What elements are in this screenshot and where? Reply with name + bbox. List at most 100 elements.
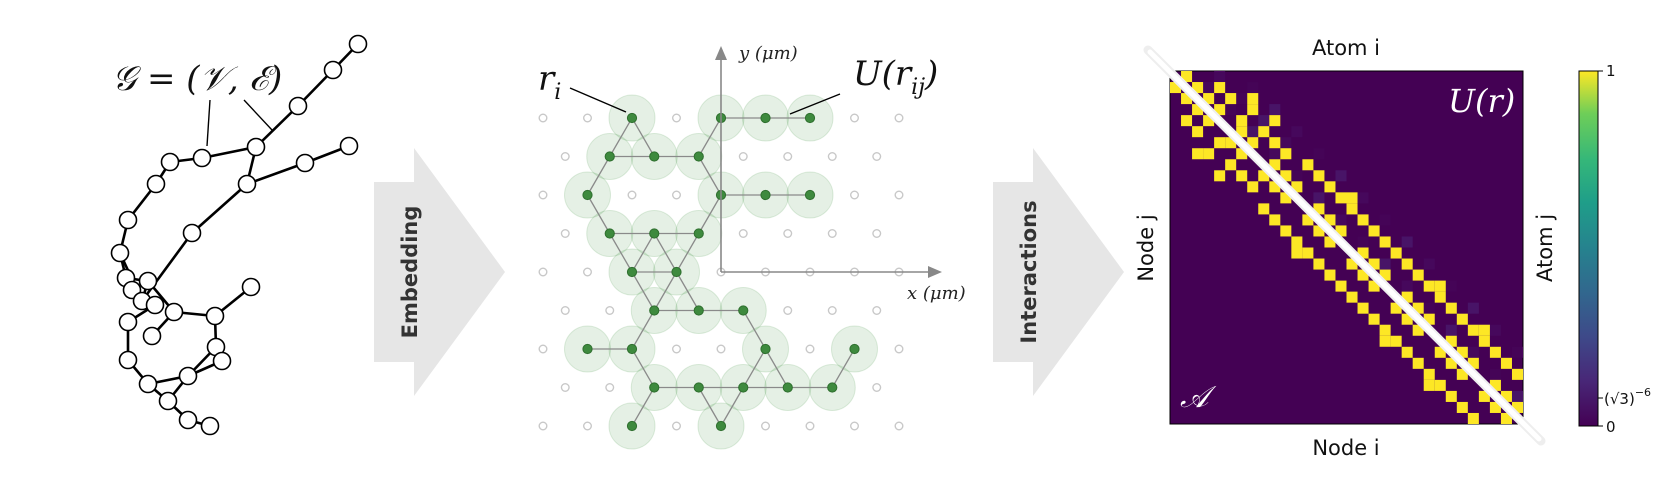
- graph-edge: [255, 105, 299, 148]
- matrix-cell-lower: [1192, 126, 1204, 138]
- matrix-cell-lower: [1423, 368, 1435, 380]
- atom-interaction-edges: [586, 117, 856, 427]
- matrix-cell-lower: [1203, 115, 1215, 127]
- colorbar-label-mid: (√3)−6: [1604, 386, 1651, 408]
- matrix-cell-weak: [1203, 82, 1215, 94]
- matrix-cell-lower: [1434, 379, 1446, 391]
- atom: [738, 382, 749, 393]
- graph-node: [158, 391, 178, 411]
- matrix-cell-upper: [1269, 115, 1281, 127]
- matrix-cell-lower: [1181, 115, 1193, 127]
- interactions-arrow: Interactions: [993, 148, 1124, 396]
- matrix-cell-upper: [1434, 291, 1446, 303]
- matrix-cell-weak: [1511, 346, 1523, 358]
- graph-node: [205, 306, 225, 326]
- matrix-cell-lower: [1192, 104, 1204, 116]
- matrix-cell-lower: [1236, 170, 1248, 182]
- atom-edge: [698, 387, 722, 427]
- matrix-cell-lower: [1313, 225, 1325, 237]
- matrix-cell-lower: [1467, 412, 1479, 424]
- matrix-cell-upper: [1214, 104, 1226, 116]
- atom: [604, 151, 615, 162]
- atom-embedding: y (μm) x (μm) ri U(rij): [538, 43, 966, 450]
- atom: [693, 228, 704, 239]
- atom-edge: [742, 310, 767, 350]
- matrix-cell-lower: [1170, 82, 1182, 94]
- atom: [649, 305, 660, 316]
- matrix-cell-upper: [1302, 159, 1314, 171]
- matrix-cell-upper: [1489, 379, 1501, 391]
- matrix-cell-lower: [1269, 181, 1281, 193]
- lattice-site: [850, 190, 860, 200]
- lattice-site: [894, 344, 904, 354]
- matrix-cell-weak: [1269, 148, 1281, 160]
- lattice-site: [583, 421, 593, 431]
- matrix-cell-lower: [1500, 412, 1512, 424]
- lattice-site: [827, 306, 837, 316]
- graph-node: [146, 174, 166, 194]
- matrix-cell-upper: [1357, 214, 1369, 226]
- matrix-cell-upper: [1280, 170, 1292, 182]
- embedding-arrow-shape: [374, 148, 505, 396]
- graph-node: [348, 34, 368, 54]
- lattice-site: [738, 151, 748, 161]
- matrix-cell-upper: [1467, 357, 1479, 369]
- atom-position-label: ri: [538, 59, 561, 105]
- atom: [804, 112, 816, 124]
- graph-node: [295, 153, 315, 173]
- graph-node: [118, 210, 138, 230]
- matrix-cell-lower: [1368, 313, 1380, 325]
- matrix-cell-upper: [1357, 247, 1369, 259]
- lattice-site: [872, 228, 882, 238]
- matrix-cell-upper: [1313, 203, 1325, 215]
- lattice-site: [783, 306, 793, 316]
- graph-node: [118, 350, 138, 370]
- atom-edge: [586, 156, 611, 196]
- graph-node: [212, 351, 232, 371]
- lattice-site: [560, 228, 570, 238]
- matrix-cell-upper: [1412, 302, 1424, 314]
- matrix-cell-weak: [1489, 324, 1501, 336]
- lattice-site: [761, 421, 771, 431]
- lattice-site: [627, 190, 637, 200]
- matrix-cell-weak: [1313, 148, 1325, 160]
- atom-edge: [698, 117, 722, 157]
- atom: [827, 382, 838, 393]
- matrix-cell-upper: [1247, 104, 1259, 116]
- atom-edge: [698, 156, 722, 196]
- atom-edge: [631, 271, 655, 311]
- matrix-cell-lower: [1291, 247, 1303, 259]
- matrix-cell-weak: [1247, 82, 1259, 94]
- matrix-cell-weak: [1291, 170, 1303, 182]
- matrix-cell-upper: [1500, 390, 1512, 402]
- lattice-site: [805, 421, 815, 431]
- lattice-site: [672, 190, 682, 200]
- matrix-cell-lower: [1368, 280, 1380, 292]
- matrix-cell-lower: [1434, 346, 1446, 358]
- interactions-arrow-label: Interactions: [1017, 200, 1041, 343]
- atom: [849, 343, 860, 355]
- atom-edge: [631, 117, 655, 157]
- matrix-cell-weak: [1269, 104, 1281, 116]
- atom: [693, 151, 704, 162]
- graph-node: [178, 410, 198, 430]
- matrix-cell-lower: [1346, 258, 1358, 270]
- graph-node: [138, 374, 158, 394]
- interaction-matrix: Atom i Node i Node j Atom j U(r) 𝒜 1 (√3…: [1134, 36, 1651, 460]
- atom: [649, 151, 660, 162]
- lattice-site: [538, 190, 548, 200]
- matrix-cell-upper: [1445, 302, 1457, 314]
- x-axis-label: x (μm): [907, 283, 966, 304]
- graph-node: [142, 326, 162, 346]
- matrix-cell-lower: [1478, 390, 1490, 402]
- lattice-site: [894, 421, 904, 431]
- matrix-cell-weak: [1280, 137, 1292, 149]
- matrix-cell-lower: [1357, 269, 1369, 281]
- graph-node: [164, 302, 184, 322]
- matrix-cell-weak: [1489, 368, 1501, 380]
- graph-node: [192, 148, 212, 168]
- matrix-cell-upper: [1214, 82, 1226, 94]
- atom: [582, 343, 593, 355]
- matrix-cell-upper: [1401, 291, 1413, 303]
